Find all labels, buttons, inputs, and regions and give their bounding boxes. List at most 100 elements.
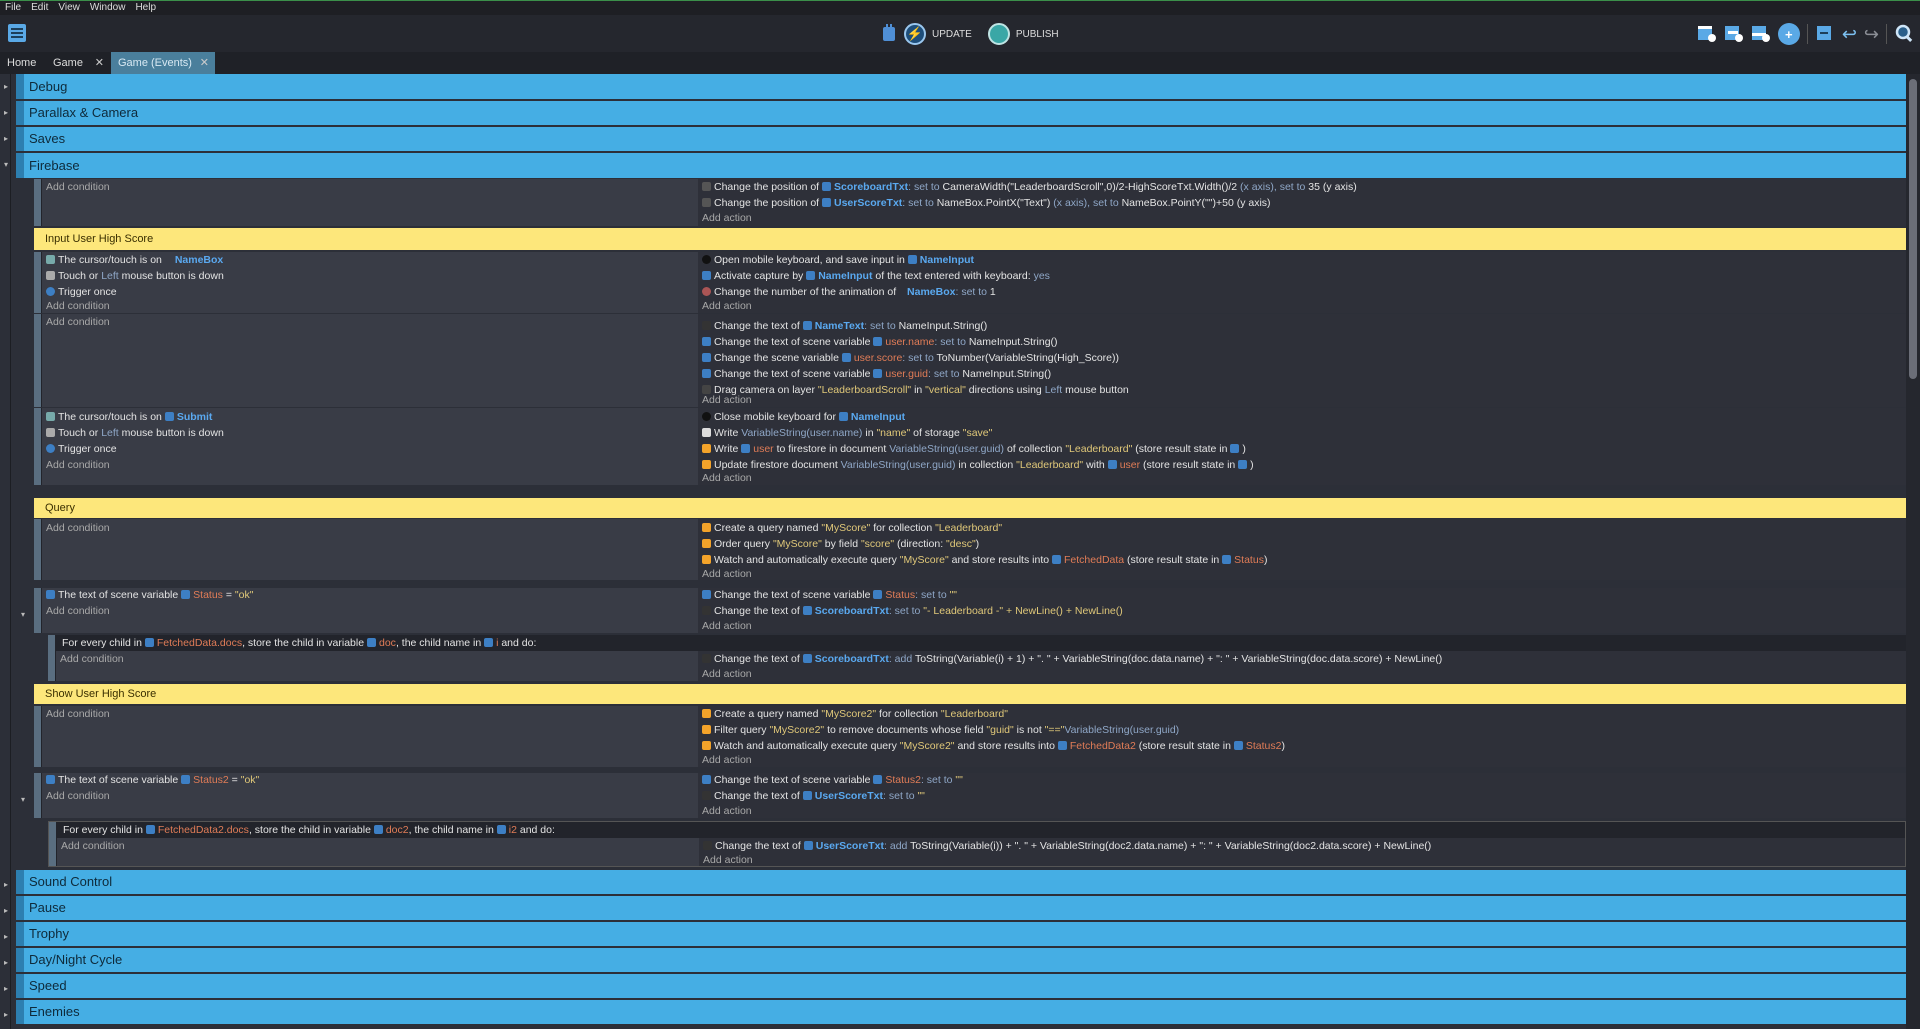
close-icon[interactable]: ✕ (94, 57, 104, 69)
tab-game[interactable]: Game✕ (46, 52, 110, 74)
vertical-scrollbar[interactable] (1906, 74, 1920, 1029)
collapsed-arrow-icon[interactable]: ▸ (4, 958, 9, 967)
group-debug[interactable]: Debug (16, 74, 1906, 99)
menu-window[interactable]: Window (89, 2, 126, 13)
group-parallax[interactable]: Parallax & Camera (16, 101, 1906, 125)
add-action-link[interactable]: Add action (702, 393, 752, 408)
add-action-link[interactable]: Add action (702, 211, 752, 226)
collapsed-arrow-icon[interactable]: ▸ (4, 82, 9, 91)
action[interactable]: Watch and automatically execute query "M… (702, 553, 1267, 568)
add-action-link[interactable]: Add action (702, 567, 752, 582)
group-enemies[interactable]: Enemies (16, 1000, 1906, 1024)
add-more-icon[interactable]: + (1777, 23, 1800, 45)
tab-game-events[interactable]: Game (Events)✕ (111, 52, 215, 74)
publish-icon[interactable] (987, 23, 1010, 45)
search-icon[interactable] (1894, 23, 1914, 46)
collapsed-arrow-icon[interactable]: ▸ (4, 984, 9, 993)
expanded-arrow-icon[interactable]: ▾ (21, 610, 26, 619)
condition[interactable]: Trigger once (46, 285, 117, 300)
add-action-link[interactable]: Add action (702, 471, 752, 486)
event-handle[interactable] (34, 179, 41, 226)
add-condition-link[interactable]: Add condition (46, 707, 110, 722)
group-trophy[interactable]: Trophy (16, 922, 1906, 946)
delete-icon[interactable] (1815, 23, 1835, 46)
group-pause[interactable]: Pause (16, 896, 1906, 920)
add-action-link[interactable]: Add action (702, 804, 752, 819)
action[interactable]: Change the text of UserScoreTxt: add ToS… (703, 839, 1431, 854)
action[interactable]: Filter query "MyScore2" to remove docume… (702, 723, 1179, 738)
action[interactable]: Change the text of scene variable user.n… (702, 335, 1058, 350)
action[interactable]: Change the scene variable user.score: se… (702, 351, 1119, 366)
group-saves[interactable]: Saves (16, 127, 1906, 151)
menu-file[interactable]: File (5, 2, 22, 13)
close-icon[interactable]: ✕ (199, 57, 209, 69)
add-group-icon[interactable] (1751, 23, 1771, 46)
action[interactable]: Change the text of scene variable Status… (702, 588, 957, 603)
action[interactable]: Change the text of ScoreboardTxt: add To… (702, 652, 1442, 667)
action[interactable]: Update firestore document VariableString… (702, 458, 1254, 473)
event-handle[interactable] (34, 773, 41, 818)
condition[interactable]: Touch or Left mouse button is down (46, 269, 224, 284)
action[interactable]: Change the text of scene variable user.g… (702, 367, 1051, 382)
action[interactable]: Change the text of UserScoreTxt: set to … (702, 789, 925, 804)
action[interactable]: Watch and automatically execute query "M… (702, 739, 1285, 754)
redo-icon[interactable]: ↪ (1863, 23, 1879, 44)
condition[interactable]: The text of scene variable Status = "ok" (46, 588, 253, 603)
tab-home[interactable]: Home (0, 52, 44, 74)
publish-button[interactable]: PUBLISH (1015, 28, 1059, 40)
action[interactable]: Drag camera on layer "LeaderboardScroll"… (702, 383, 1129, 398)
collapsed-arrow-icon[interactable]: ▸ (4, 108, 9, 117)
event-handle[interactable] (34, 519, 41, 580)
project-manager-icon[interactable] (6, 22, 28, 44)
action[interactable]: Create a query named "MyScore" for colle… (702, 521, 1002, 536)
event-handle[interactable] (34, 588, 41, 633)
comment-show-high-score[interactable]: Show User High Score (34, 684, 1906, 704)
add-condition-link[interactable]: Add condition (46, 458, 110, 473)
collapsed-arrow-icon[interactable]: ▸ (4, 906, 9, 915)
group-speed[interactable]: Speed (16, 974, 1906, 998)
update-icon[interactable]: ⚡ (904, 23, 926, 45)
action[interactable]: Write VariableString(user.name) in "name… (702, 426, 992, 441)
event-handle[interactable] (34, 252, 41, 313)
add-condition-link[interactable]: Add condition (60, 652, 124, 667)
add-condition-link[interactable]: Add condition (46, 521, 110, 536)
menu-help[interactable]: Help (135, 2, 157, 13)
condition[interactable]: The text of scene variable Status2 = "ok… (46, 773, 259, 788)
condition[interactable]: Trigger once (46, 442, 117, 457)
group-sound-control[interactable]: Sound Control (16, 870, 1906, 894)
action[interactable]: Write user to firestore in document Vari… (702, 442, 1246, 457)
group-day-night-cycle[interactable]: Day/Night Cycle (16, 948, 1906, 972)
event-handle[interactable] (34, 706, 41, 767)
condition[interactable]: Touch or Left mouse button is down (46, 426, 224, 441)
action[interactable]: Close mobile keyboard for NameInput (702, 410, 905, 425)
add-condition-link[interactable]: Add condition (46, 789, 110, 804)
expanded-arrow-icon[interactable]: ▾ (4, 160, 9, 169)
action[interactable]: Create a query named "MyScore2" for coll… (702, 707, 1008, 722)
for-each-header[interactable]: For every child in FetchedData2.docs, st… (63, 823, 555, 838)
update-button[interactable]: UPDATE (932, 28, 972, 40)
add-condition-link[interactable]: Add condition (46, 299, 110, 314)
event-handle[interactable] (34, 408, 41, 485)
condition[interactable]: The cursor/touch is on Submit (46, 410, 212, 425)
add-action-link[interactable]: Add action (702, 619, 752, 634)
action[interactable]: Change the text of NameText: set to Name… (702, 319, 987, 334)
collapsed-arrow-icon[interactable]: ▸ (4, 880, 9, 889)
add-condition-link[interactable]: Add condition (46, 604, 110, 619)
action[interactable]: Change the text of ScoreboardTxt: set to… (702, 604, 1123, 619)
action[interactable]: Open mobile keyboard, and save input in … (702, 253, 974, 268)
event-handle[interactable] (49, 822, 56, 866)
add-subevent-icon[interactable] (1724, 23, 1744, 46)
menu-edit[interactable]: Edit (31, 2, 49, 13)
comment-input-high-score[interactable]: Input User High Score (34, 228, 1906, 250)
action[interactable]: Order query "MyScore" by field "score" (… (702, 537, 979, 552)
add-condition-link[interactable]: Add condition (46, 315, 110, 330)
action[interactable]: Activate capture by NameInput of the tex… (702, 269, 1050, 284)
add-condition-link[interactable]: Add condition (46, 180, 110, 195)
group-firebase[interactable]: Firebase (16, 153, 1906, 178)
add-action-link[interactable]: Add action (702, 753, 752, 768)
expanded-arrow-icon[interactable]: ▾ (21, 795, 26, 804)
condition[interactable]: The cursor/touch is on NameBox (46, 253, 223, 268)
action[interactable]: Change the position of UserScoreTxt: set… (702, 196, 1271, 211)
menu-view[interactable]: View (58, 2, 80, 13)
comment-query[interactable]: Query (34, 498, 1906, 518)
